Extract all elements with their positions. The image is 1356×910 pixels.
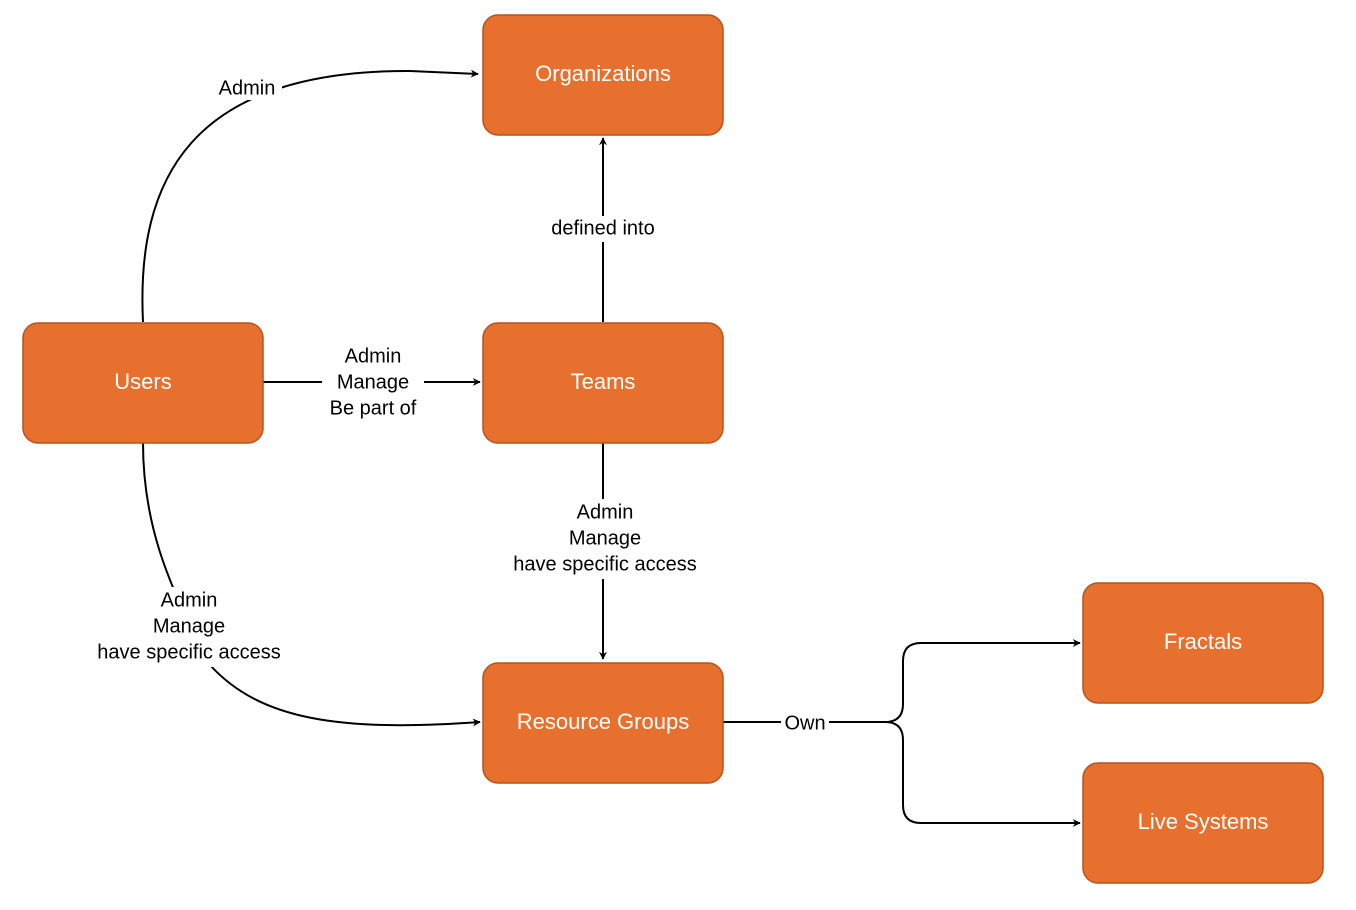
edge-label-users-teams-line-2: Manage bbox=[337, 371, 409, 393]
edge-label-resource-groups-own-line-1: Own bbox=[784, 712, 825, 734]
node-organizations[interactable]: Organizations bbox=[482, 14, 724, 136]
node-organizations-label: Organizations bbox=[535, 61, 671, 86]
edge-users-to-resource-groups bbox=[142, 442, 481, 727]
edge-resource-groups-to-live-systems bbox=[884, 721, 1081, 827]
node-users-label: Users bbox=[114, 369, 171, 394]
edge-users-to-organizations bbox=[141, 69, 479, 323]
edge-label-teams-resource-groups: Admin Manage have specific access bbox=[500, 499, 710, 579]
edge-label-users-resource-groups-line-1: Admin bbox=[161, 589, 218, 611]
edge-label-users-resource-groups-line-3: have specific access bbox=[97, 641, 280, 663]
edge-label-teams-organizations-line-1: defined into bbox=[551, 217, 654, 239]
node-teams[interactable]: Teams bbox=[482, 322, 724, 444]
node-live-systems[interactable]: Live Systems bbox=[1082, 762, 1324, 884]
edge-label-users-organizations-line-1: Admin bbox=[219, 77, 276, 99]
edge-label-teams-resource-groups-line-1: Admin bbox=[577, 501, 634, 523]
edge-label-teams-organizations: defined into bbox=[540, 216, 666, 242]
edge-label-users-resource-groups: Admin Manage have specific access bbox=[84, 587, 294, 667]
edge-label-users-teams: Admin Manage Be part of bbox=[322, 344, 424, 422]
node-teams-label: Teams bbox=[571, 369, 636, 394]
node-fractals[interactable]: Fractals bbox=[1082, 582, 1324, 704]
node-users[interactable]: Users bbox=[22, 322, 264, 444]
edge-label-users-organizations: Admin bbox=[212, 76, 282, 100]
edge-label-users-teams-line-1: Admin bbox=[345, 345, 402, 367]
edge-resource-groups-to-fractals bbox=[723, 639, 1081, 723]
node-resource-groups[interactable]: Resource Groups bbox=[482, 662, 724, 784]
edge-label-resource-groups-own: Own bbox=[781, 711, 829, 737]
edge-label-teams-resource-groups-line-3: have specific access bbox=[513, 553, 696, 575]
node-fractals-label: Fractals bbox=[1164, 629, 1242, 654]
edge-label-users-teams-line-3: Be part of bbox=[330, 397, 417, 419]
edge-label-teams-resource-groups-line-2: Manage bbox=[569, 527, 641, 549]
edge-label-users-resource-groups-line-2: Manage bbox=[153, 615, 225, 637]
node-live-systems-label: Live Systems bbox=[1138, 809, 1269, 834]
node-resource-groups-label: Resource Groups bbox=[517, 709, 689, 734]
